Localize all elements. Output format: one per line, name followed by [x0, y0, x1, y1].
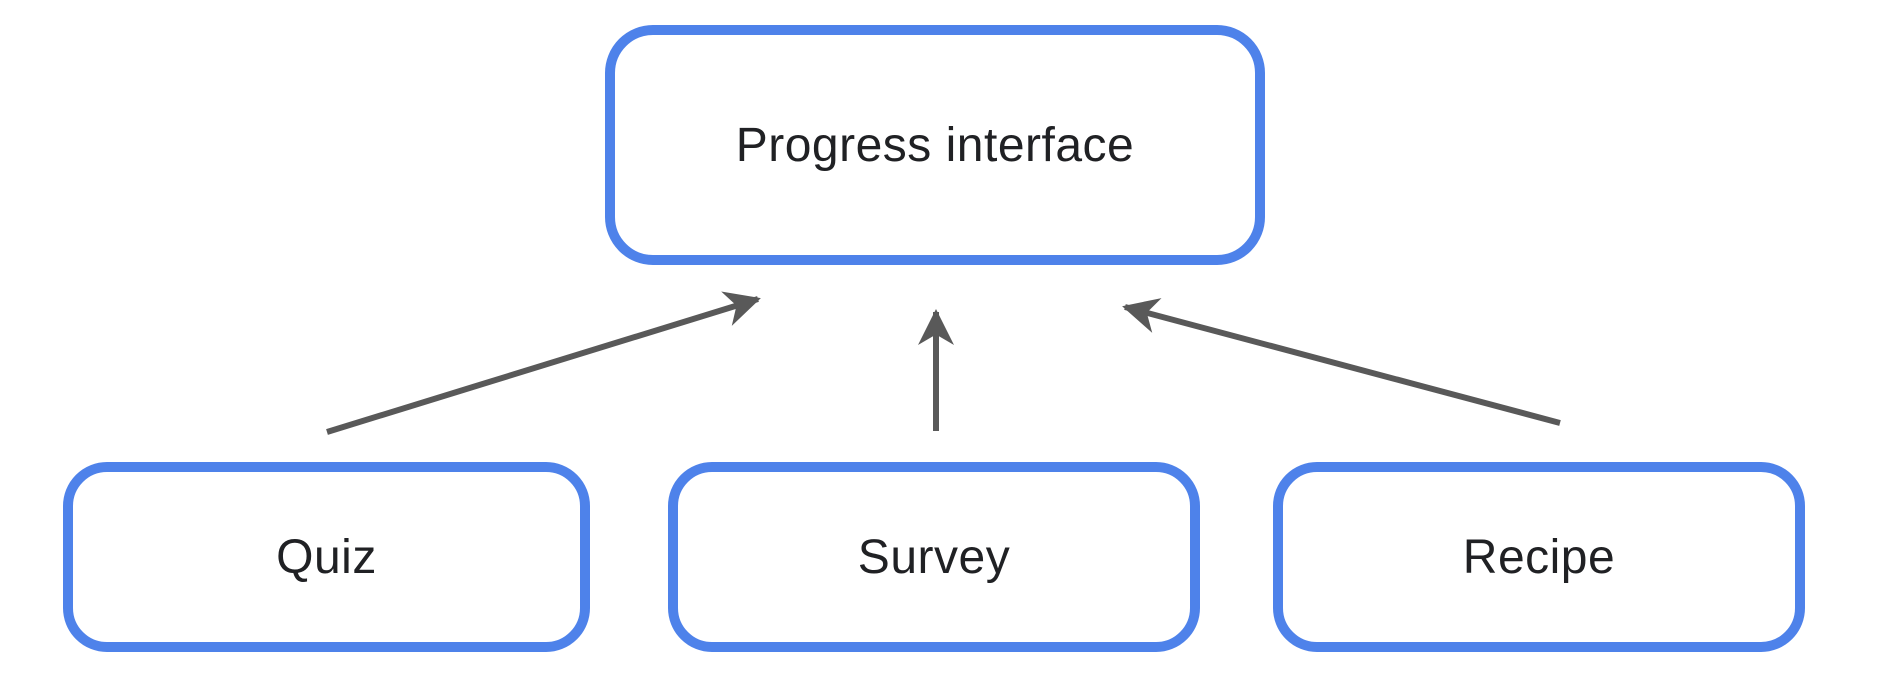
- node-recipe-label: Recipe: [1462, 530, 1616, 584]
- node-survey: Survey: [668, 462, 1200, 652]
- node-progress-interface-label: Progress interface: [735, 118, 1135, 172]
- arrow-quiz-to-progress-interface: [326, 291, 761, 435]
- arrow-recipe-to-progress-interface: [1122, 298, 1561, 426]
- node-survey-label: Survey: [857, 530, 1011, 584]
- node-progress-interface: Progress interface: [605, 25, 1265, 265]
- node-quiz-label: Quiz: [276, 530, 377, 584]
- node-recipe: Recipe: [1273, 462, 1805, 652]
- node-quiz: Quiz: [63, 462, 590, 652]
